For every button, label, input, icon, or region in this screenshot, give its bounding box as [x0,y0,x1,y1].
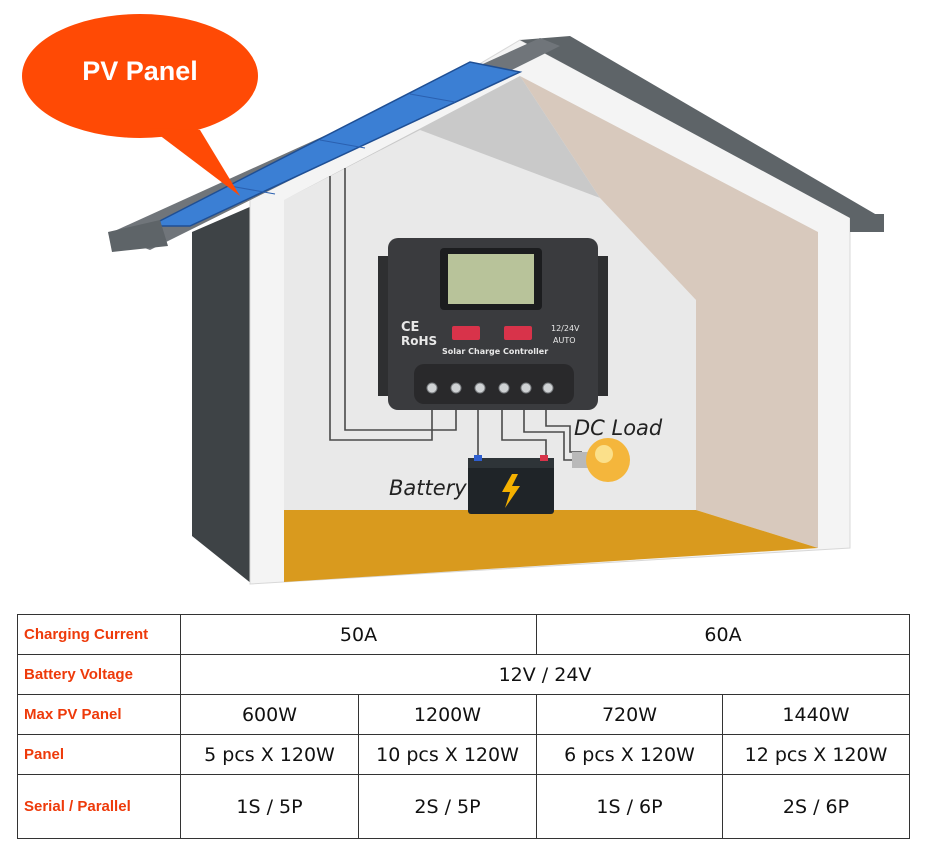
roof-eave-right [850,214,884,232]
house-diagram [22,14,884,585]
table-cell: 1S / 5P [180,774,359,839]
table-row: Serial / Parallel 1S / 5P 2S / 5P 1S / 6… [17,774,910,839]
table-cell: 1S / 6P [536,774,723,839]
table-cell: 5 pcs X 120W [180,734,359,775]
controller-name: Solar Charge Controller [442,347,549,356]
right-roof-edge [520,36,882,218]
table-cell: 60A [536,614,910,655]
button-set [504,326,532,340]
table-row: Max PV Panel 600W 1200W 720W 1440W [17,694,910,735]
table-row: Panel 5 pcs X 120W 10 pcs X 120W 6 pcs X… [17,734,910,775]
battery-terminal-neg [474,455,482,461]
spec-table: Charging Current 50A 60A Battery Voltage… [17,614,910,839]
row-header: Serial / Parallel [17,774,181,839]
table-cell: 12 pcs X 120W [722,734,910,775]
interior-right-wall [520,76,818,548]
battery-top [468,458,554,468]
left-outer-wall [192,206,252,584]
callout-bubble [22,14,258,138]
table-row: Charging Current 50A 60A [17,614,910,655]
ce-mark: CE [401,320,420,335]
terminal-screws [426,382,554,394]
table-cell: 50A [180,614,537,655]
callout-tail [150,128,240,196]
row-header: Panel [17,734,181,775]
floor [284,510,818,582]
lightning-icon [502,474,520,508]
row-header: Charging Current [17,614,181,655]
rohs-mark: RoHS [401,334,438,348]
solar-panel [149,61,523,227]
table-cell: 720W [536,694,723,735]
row-header: Max PV Panel [17,694,181,735]
controller-voltage: 12/24V [551,324,580,333]
button-up-down [452,326,480,340]
callout-label: PV Panel [82,56,198,86]
table-cell: 10 pcs X 120W [358,734,537,775]
dc-load-label: DC Load [574,416,663,440]
table-cell: 2S / 5P [358,774,537,839]
table-cell: 1200W [358,694,537,735]
row-header: Battery Voltage [17,654,181,695]
lcd-screen [448,254,534,304]
controller-mode: AUTO [553,336,576,345]
table-cell: 2S / 6P [722,774,910,839]
battery-label: Battery [389,476,467,500]
controller-lower-panel [414,364,574,404]
table-cell: 12V / 24V [180,654,910,695]
table-cell: 600W [180,694,359,735]
table-cell: 6 pcs X 120W [536,734,723,775]
table-cell: 1440W [722,694,910,735]
battery-terminal-pos [540,455,548,461]
table-row: Battery Voltage 12V / 24V [17,654,910,695]
interior-ceiling-shade [284,76,600,200]
roof-eave-left [108,220,168,252]
bulb-base [572,452,588,468]
